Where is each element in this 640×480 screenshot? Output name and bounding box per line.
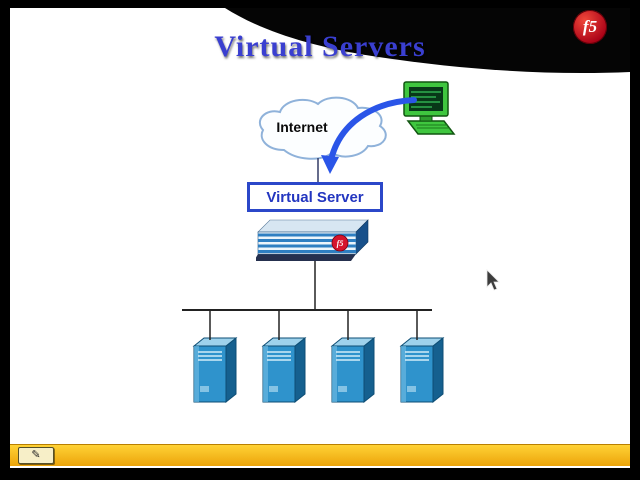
- bigip-appliance-icon: f5: [256, 219, 369, 261]
- server-icon: [399, 336, 445, 404]
- server-icon: [330, 336, 376, 404]
- appliance-f5-ball: [331, 234, 349, 252]
- slide-top-decoration: [225, 8, 630, 74]
- slide-title: Virtual Servers: [214, 30, 426, 63]
- internet-label: Internet: [276, 119, 328, 135]
- f5-logo: f5: [573, 10, 607, 44]
- appliance-f5-text: f5: [337, 239, 344, 248]
- client-computer-icon: [403, 81, 456, 135]
- annotation-bar: ✎: [10, 444, 630, 466]
- mouse-cursor-icon: [486, 269, 500, 291]
- slide: Virtual Servers f5 Internet: [10, 8, 630, 468]
- internet-cloud: Internet: [258, 96, 387, 160]
- virtual-server-label: Virtual Server: [266, 188, 364, 206]
- f5-logo-text: f5: [582, 17, 598, 36]
- pen-tool-button[interactable]: ✎: [18, 447, 54, 464]
- pen-icon: ✎: [31, 449, 41, 461]
- server-icon: [192, 336, 238, 404]
- server-icon: [261, 336, 307, 404]
- virtual-server-box: Virtual Server: [247, 182, 383, 212]
